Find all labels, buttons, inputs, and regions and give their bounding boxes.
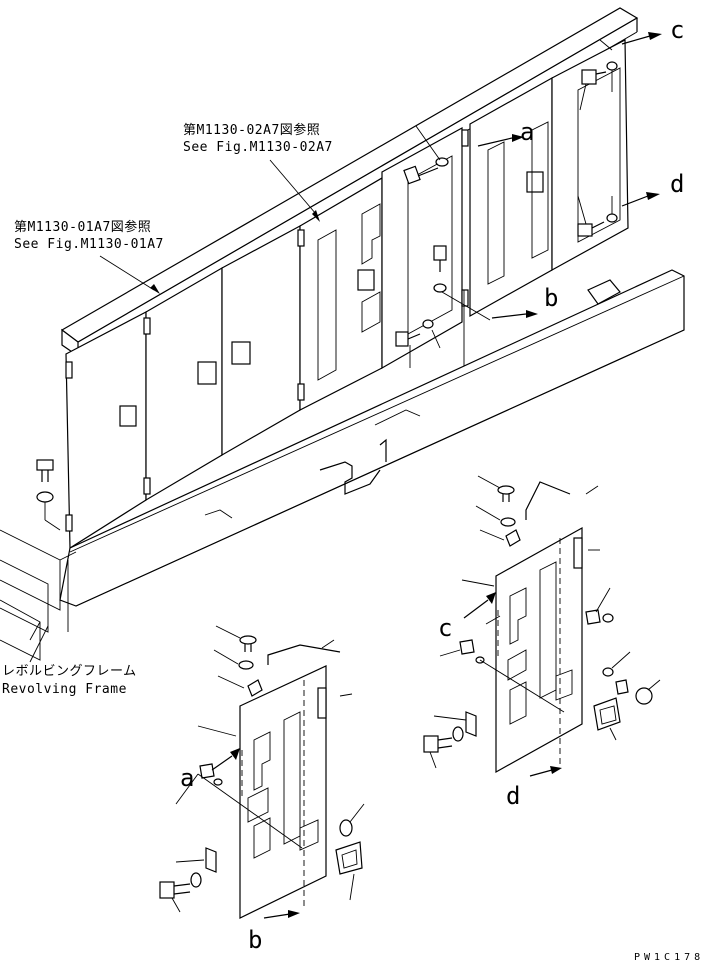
ref-left-jp: 第M1130-01A7図参照 [14, 219, 151, 235]
hinge-2 [65, 514, 73, 532]
view-arrows-main [477, 32, 662, 319]
view-label-b-top: b [544, 284, 558, 312]
detail-panel-left [239, 665, 327, 919]
bolt-right [423, 726, 464, 753]
clip-right [505, 529, 521, 547]
washer-left [238, 660, 254, 670]
screw-right [497, 485, 515, 502]
leaders-left [171, 625, 365, 913]
nut-right-3 [602, 667, 629, 695]
side-panel-row [65, 39, 629, 550]
latch-right [593, 697, 621, 731]
ref-left-en: See Fig.M1130-01A7 [14, 237, 164, 252]
handle-4 [357, 269, 375, 291]
bolt-2 [403, 157, 449, 185]
leaders-right [429, 475, 661, 769]
nut-right-1 [585, 609, 601, 625]
bolts-main [36, 61, 618, 503]
bolt-6 [577, 213, 618, 237]
detail-parts-left [159, 635, 363, 899]
knob-left [339, 819, 353, 837]
handle-5 [526, 171, 544, 193]
hinge-4 [143, 477, 151, 495]
bolt-4 [395, 319, 434, 347]
view-label-b-detail: b [248, 926, 262, 954]
view-label-a-detail: a [180, 764, 194, 792]
handle-1 [119, 405, 137, 427]
washer-right [500, 517, 516, 527]
handle-3 [231, 341, 251, 365]
view-label-c-detail: c [438, 614, 452, 642]
bolt-3 [433, 245, 447, 293]
view-label-c-top: c [670, 16, 684, 44]
frame-label-jp: レボルビングフレーム [2, 664, 137, 679]
detail-parts-right [423, 481, 653, 753]
hinge-3 [143, 317, 151, 335]
view-label-d-detail: d [506, 782, 520, 810]
reference-callout-left: 第M1130-01A7図参照 See Fig.M1130-01A7 [14, 219, 164, 294]
drawing-code: PW1C178 [634, 952, 704, 963]
view-label-a-top: a [520, 118, 534, 146]
screw-left [239, 635, 257, 652]
hinge-8 [461, 289, 469, 307]
latch-left [335, 841, 363, 875]
hinge-5 [297, 229, 305, 247]
frame-label-en: Revolving Frame [2, 682, 127, 697]
view-label-d-top: d [670, 170, 684, 198]
knob-right [635, 687, 653, 705]
hinge-6 [297, 383, 305, 401]
nut-right-2 [459, 639, 475, 655]
bolt-1 [36, 459, 54, 503]
clip-left [247, 679, 263, 697]
hinge-1 [65, 361, 73, 379]
revolving-frame [0, 269, 685, 661]
rod-left [267, 644, 341, 665]
rod-right [525, 481, 571, 520]
detail-panel-right [495, 526, 583, 774]
ref-upper-jp: 第M1130-02A7図参照 [183, 122, 320, 138]
handle-2 [197, 361, 217, 385]
view-arrows-left [211, 748, 300, 919]
ref-upper-en: See Fig.M1130-02A7 [183, 140, 333, 155]
frame-callout: レボルビングフレーム Revolving Frame [2, 625, 137, 697]
bolt-left [159, 872, 202, 899]
nut-left [199, 763, 215, 779]
view-arrows-right [463, 592, 562, 777]
hinge-7 [461, 129, 469, 147]
reference-callout-upper: 第M1130-02A7図参照 See Fig.M1130-02A7 [183, 122, 333, 222]
